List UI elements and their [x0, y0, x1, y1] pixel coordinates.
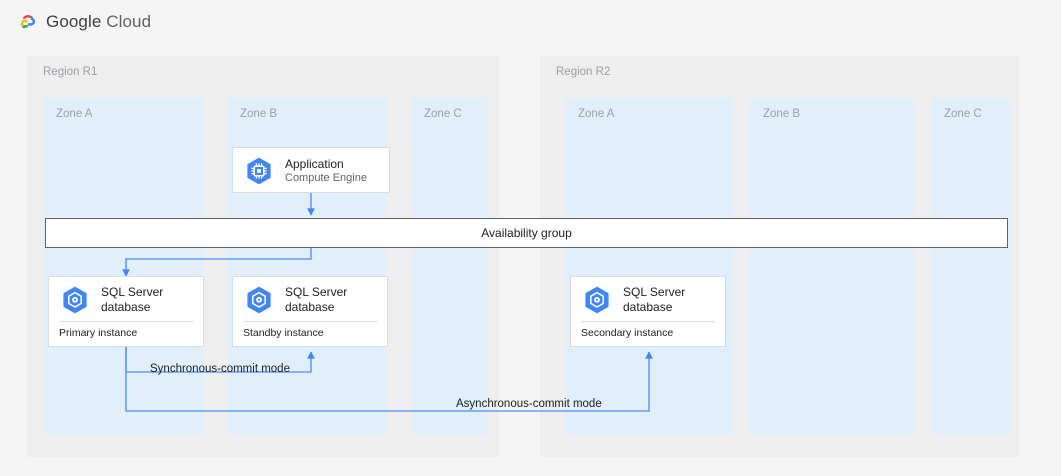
sql-server-database-icon [581, 284, 613, 316]
zone-r1-a: Zone A [43, 98, 203, 435]
region-r2-label: Region R2 [556, 66, 611, 78]
primary-database-card[interactable]: SQL Server database Primary instance [48, 276, 204, 347]
zone-r2-c-label: Zone C [944, 108, 982, 120]
card-divider [581, 321, 715, 322]
compute-engine-icon [243, 155, 275, 187]
standby-database-title-line1: SQL Server [285, 285, 348, 299]
zone-r1-c-label: Zone C [424, 108, 462, 120]
sql-server-database-icon [243, 284, 275, 316]
zone-r1-c: Zone C [411, 98, 487, 435]
availability-group-bar[interactable]: Availability group [45, 218, 1008, 248]
application-title: Application [285, 156, 344, 171]
availability-group-label: Availability group [481, 226, 572, 240]
standby-database-card[interactable]: SQL Server database Standby instance [232, 276, 388, 347]
page-header: Google Cloud [0, 0, 1061, 46]
sql-server-database-icon [59, 284, 91, 316]
brand-wordmark: Google Cloud [46, 12, 152, 31]
zone-r1-b-label: Zone B [240, 108, 278, 120]
primary-database-footer: Primary instance [59, 327, 138, 339]
zone-r2-a-label: Zone A [578, 108, 615, 120]
zone-r2-b: Zone B [750, 98, 914, 435]
secondary-database-card[interactable]: SQL Server database Secondary instance [570, 276, 726, 347]
region-r1-label: Region R1 [43, 66, 98, 78]
diagram-surface: Region R1 Zone A Zone B Zone C Region R2… [0, 46, 1061, 476]
standby-database-title-line2: database [285, 300, 335, 314]
zone-r2-a: Zone A [565, 98, 733, 435]
zone-r1-a-label: Zone A [56, 108, 93, 120]
edge-label-asynchronous-commit: Asynchronous-commit mode [456, 398, 602, 410]
primary-database-title-line2: database [101, 300, 151, 314]
edge-label-synchronous-commit: Synchronous-commit mode [150, 363, 290, 375]
primary-database-title-line1: SQL Server [101, 285, 164, 299]
application-subtitle: Compute Engine [285, 171, 367, 184]
application-card[interactable]: Application Compute Engine [232, 147, 390, 193]
zone-r2-c: Zone C [931, 98, 1010, 435]
zone-r2-b-label: Zone B [763, 108, 801, 120]
secondary-database-title-line1: SQL Server [623, 285, 686, 299]
secondary-database-footer: Secondary instance [581, 327, 674, 339]
card-divider [59, 321, 193, 322]
secondary-database-title-line2: database [623, 300, 673, 314]
brand-primary: Google [46, 12, 102, 31]
card-divider [243, 321, 377, 322]
google-cloud-logo-icon [14, 11, 40, 35]
standby-database-footer: Standby instance [243, 327, 324, 339]
